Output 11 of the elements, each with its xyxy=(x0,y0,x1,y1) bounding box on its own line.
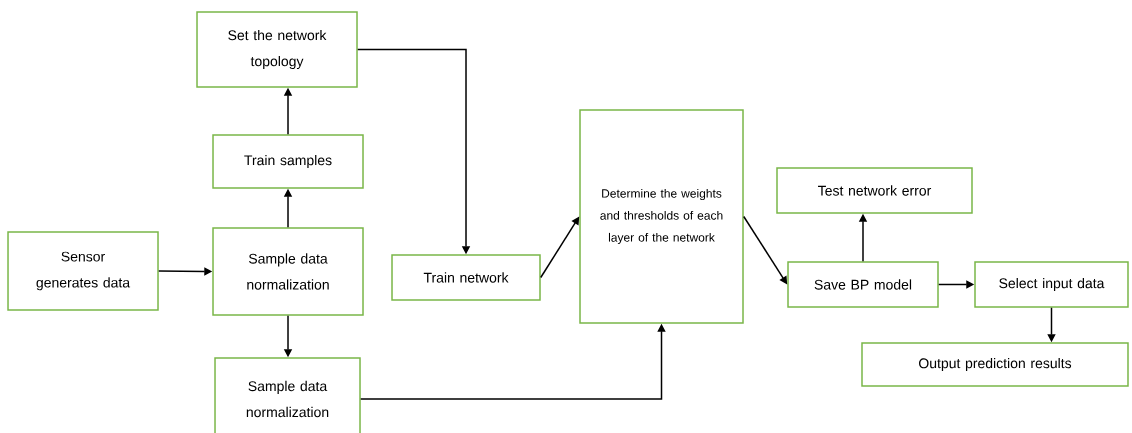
process-box: Test network error xyxy=(776,167,973,214)
process-box: Determine the weights and thresholds of each layer of the network xyxy=(579,109,744,324)
process-box: Sensor generates data xyxy=(7,231,159,311)
process-box: Sample data normalization xyxy=(214,357,361,433)
process-box: Sample data normalization xyxy=(212,227,364,316)
process-box: Train network xyxy=(391,254,541,301)
process-box: Select input data xyxy=(974,261,1129,308)
process-box: Save BP model xyxy=(787,261,939,308)
process-box: Set the network topology xyxy=(196,11,358,88)
process-box: Output prediction results xyxy=(861,342,1129,387)
process-box: Train samples xyxy=(212,134,364,189)
